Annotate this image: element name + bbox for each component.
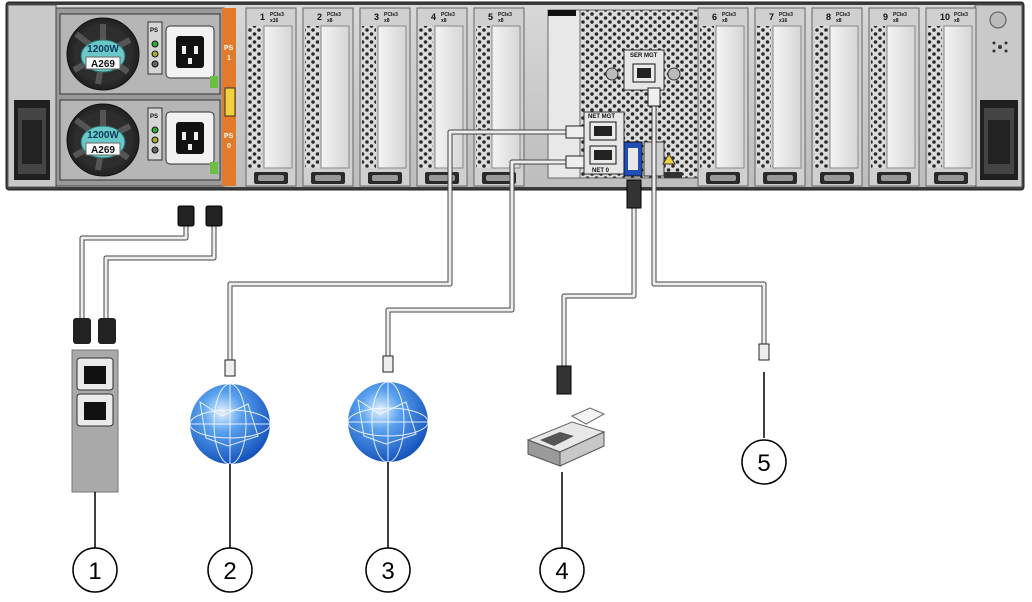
pcie-slot-gen: PCIe3 — [779, 12, 793, 18]
pcie-slot-lanes: x8 — [954, 18, 960, 24]
pcie-slot-gen: PCIe3 — [384, 12, 398, 18]
net-mgt-label: NET MGT — [588, 114, 615, 120]
pcie-slot-lanes: x8 — [327, 18, 333, 24]
usb-cable — [561, 208, 637, 368]
ser-mgt-cable — [651, 104, 767, 346]
pcie-slot-lanes: x16 — [270, 18, 279, 24]
pcie-slot-lanes: x8 — [836, 18, 842, 24]
svg-text:3: 3 — [381, 558, 394, 585]
power-distribution-unit — [71, 349, 119, 493]
psu-1-small-label: PS — [150, 28, 158, 34]
psu-0-power-inlet[interactable] — [176, 122, 204, 154]
pcie-slot-number: 6 — [712, 12, 717, 22]
network-globe-2 — [347, 381, 429, 463]
pcie-slot-gen: PCIe3 — [270, 12, 284, 18]
left-rack-ear — [7, 4, 57, 188]
right-rack-ear — [963, 4, 1023, 188]
svg-text:4: 4 — [555, 558, 568, 585]
psu-0-side-num: 0 — [227, 143, 231, 150]
pcie-slot-gen: PCIe3 — [722, 12, 736, 18]
pcie-slot-number: 1 — [260, 12, 265, 22]
pcie-slot-number: 4 — [431, 12, 436, 22]
psu-1-side-num: 1 — [227, 55, 231, 62]
psu-0-side-label: PS — [224, 133, 234, 140]
pcie-slot-number: 10 — [940, 12, 950, 22]
rear-io-module: SER MGT NET MGT NET 0 — [547, 9, 699, 179]
pcie-slot-number: 3 — [374, 12, 379, 22]
pcie-slot-number: 8 — [826, 12, 831, 22]
svg-text:1: 1 — [88, 558, 101, 585]
psu-1-wattage: 1200W — [87, 44, 119, 55]
callouts: 1 2 3 4 5 — [72, 372, 787, 593]
psu-0-model: A269 — [91, 145, 115, 156]
pcie-slot-gen: PCIe3 — [498, 12, 512, 18]
power-supply-cage: 1200W A269 PS — [55, 7, 236, 187]
pcie-slot-number: 2 — [317, 12, 322, 22]
psu-0-small-label: PS — [150, 114, 158, 120]
pcie-slot-gen: PCIe3 — [893, 12, 907, 18]
callout-4: 4 — [539, 547, 585, 593]
pcie-slot-lanes: x8 — [893, 18, 899, 24]
pcie-slot-lanes: x8 — [441, 18, 447, 24]
psu-1-side-label: PS — [224, 45, 234, 52]
callout-3: 3 — [365, 547, 411, 593]
power-cables — [79, 220, 217, 318]
network-globe-1 — [189, 383, 271, 465]
net-0-label: NET 0 — [592, 168, 610, 174]
locator-icon — [992, 41, 1008, 53]
cables — [79, 104, 767, 368]
svg-text:5: 5 — [757, 450, 770, 477]
psu-1-model: A269 — [91, 59, 115, 70]
pcie-slot-gen: PCIe3 — [441, 12, 455, 18]
net-mgt-cable — [227, 129, 574, 362]
pcie-slot-lanes: x8 — [384, 18, 390, 24]
callout-2: 2 — [207, 547, 253, 593]
pcie-slot-number: 5 — [488, 12, 493, 22]
pcie-slot-lanes: x8 — [722, 18, 728, 24]
psu-1-power-inlet[interactable] — [176, 36, 204, 68]
net-0-cable — [385, 159, 574, 360]
pcie-slot-gen: PCIe3 — [836, 12, 850, 18]
pcie-slot-number: 9 — [883, 12, 888, 22]
connectors — [73, 87, 770, 395]
pcie-slot-lanes: x8 — [498, 18, 504, 24]
psu-0-wattage: 1200W — [87, 130, 119, 141]
usb-flash-drive — [526, 407, 606, 467]
power-supply-1: 1200W A269 PS — [59, 13, 221, 95]
pcie-slot-number: 7 — [769, 12, 774, 22]
pcie-slot-lanes: x16 — [779, 18, 788, 24]
ser-mgt-label: SER MGT — [630, 53, 658, 59]
callout-1: 1 — [72, 547, 118, 593]
pcie-slot-gen: PCIe3 — [327, 12, 341, 18]
power-supply-0: 1200W A269 PS — [59, 99, 221, 181]
server-chassis: 1200W A269 PS — [5, 1, 1025, 191]
pcie-slot-gen: PCIe3 — [954, 12, 968, 18]
callout-5: 5 — [741, 439, 787, 485]
svg-text:2: 2 — [223, 558, 236, 585]
